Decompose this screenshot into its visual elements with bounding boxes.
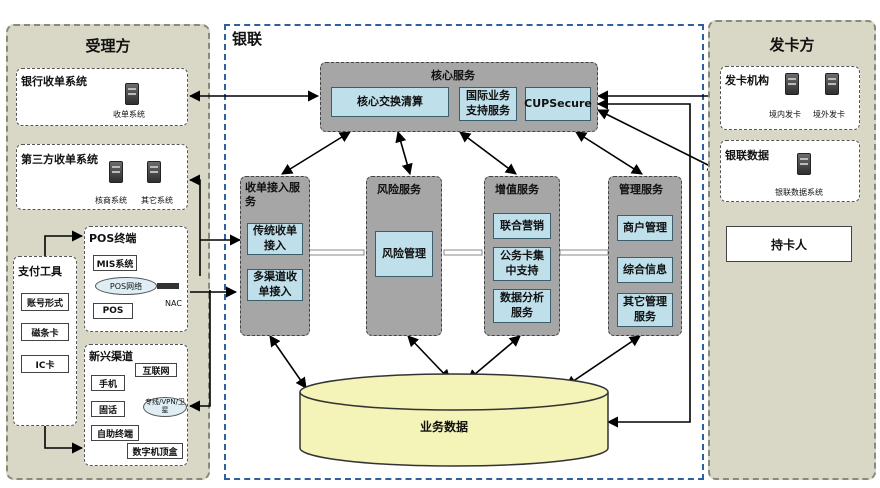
pos-network-label: POS网络 xyxy=(109,281,143,291)
emerging-channels-title: 新兴渠道 xyxy=(89,350,133,363)
unionpay-data-box: 银联数据 银联数据系统 xyxy=(720,140,860,202)
connector xyxy=(596,98,691,428)
link-bar xyxy=(559,249,609,256)
acquiring-access-item: 传统收单接入 xyxy=(247,223,303,255)
server-icon xyxy=(785,73,799,95)
core-services-title: 核心服务 xyxy=(431,69,475,82)
vpn-network-label: 专线/VPN/卫星 xyxy=(145,398,185,414)
business-data-cylinder xyxy=(299,373,609,467)
business-data-label: 业务数据 xyxy=(420,420,469,434)
internet-box: 互联网 xyxy=(135,363,177,377)
payment-tool-item: IC卡 xyxy=(21,355,69,373)
emerging-channel-item: 固话 xyxy=(91,401,125,417)
management-item: 其它管理服务 xyxy=(617,293,673,327)
issuing-institution-box: 发卡机构 境内发卡 境外发卡 xyxy=(720,66,860,130)
management-services-box: 管理服务 商户管理 综合信息 其它管理服务 xyxy=(608,176,682,336)
server-icon xyxy=(797,153,811,175)
connector xyxy=(467,335,521,381)
core-service-item: CUPSecure xyxy=(524,87,592,121)
connector xyxy=(407,335,451,381)
management-item: 综合信息 xyxy=(617,257,673,283)
value-added-item: 公务卡集中支持 xyxy=(493,247,551,281)
cylinder-body xyxy=(299,392,609,467)
server-icon xyxy=(109,161,123,183)
issuing-server-label: 境内发卡 xyxy=(769,110,801,119)
connector xyxy=(596,109,720,171)
third-party-title: 第三方收单系统 xyxy=(21,153,98,166)
management-services-title: 管理服务 xyxy=(619,183,663,196)
connector xyxy=(281,131,351,175)
connector xyxy=(188,174,201,276)
payment-tools-title: 支付工具 xyxy=(18,265,62,278)
server-icon xyxy=(147,161,161,183)
mis-system: MIS系统 xyxy=(93,255,137,271)
payment-tools-box: 支付工具 账号形式 磁条卡 IC卡 xyxy=(13,256,77,426)
risk-services-box: 风险服务 风险管理 xyxy=(366,176,442,336)
value-added-item: 数据分析服务 xyxy=(493,289,551,323)
issuing-institution-title: 发卡机构 xyxy=(725,74,769,87)
emerging-channel-item: 自助终端 xyxy=(91,425,139,441)
connector xyxy=(575,131,643,175)
bank-acquiring-title: 银行收单系统 xyxy=(21,75,87,88)
server-icon xyxy=(125,83,139,105)
bank-acquiring-box: 银行收单系统 收单系统 xyxy=(16,68,188,126)
acquiring-access-box: 收单接入服务 传统收单接入 多渠道收单接入 xyxy=(240,176,310,336)
connector xyxy=(44,230,84,256)
bank-acquiring-server-label: 收单系统 xyxy=(113,110,145,119)
risk-service-item: 风险管理 xyxy=(375,231,433,277)
acquiring-access-item: 多渠道收单接入 xyxy=(247,269,303,301)
connector xyxy=(269,335,307,389)
emerging-channel-item: 数字机顶盒 xyxy=(127,443,183,459)
payment-tool-item: 磁条卡 xyxy=(21,323,69,341)
core-service-item: 核心交换清算 xyxy=(331,87,449,117)
value-added-title: 增值服务 xyxy=(495,183,539,196)
vpn-network: 专线/VPN/卫星 xyxy=(143,397,187,417)
cardholder-label: 持卡人 xyxy=(770,237,807,252)
link-bar xyxy=(305,249,365,256)
pos-terminal-title: POS终端 xyxy=(89,232,137,245)
issuer-title: 发卡方 xyxy=(769,36,815,54)
server-icon xyxy=(825,73,839,95)
third-party-server-label: 核商系统 xyxy=(95,196,127,205)
value-added-item: 联合营销 xyxy=(493,213,551,239)
connector xyxy=(395,130,413,176)
management-item: 商户管理 xyxy=(617,215,673,241)
value-added-box: 增值服务 联合营销 公务卡集中支持 数据分析服务 xyxy=(484,176,560,336)
acquirer-title: 受理方 xyxy=(85,37,131,55)
third-party-server-label: 其它系统 xyxy=(141,196,173,205)
core-services-box: 核心服务 核心交换清算 国际业务支持服务 CUPSecure xyxy=(320,62,598,132)
connector xyxy=(44,426,84,454)
cylinder-top xyxy=(299,373,609,411)
unionpay-region xyxy=(224,24,704,480)
cardholder-box: 持卡人 xyxy=(726,226,852,262)
payment-tool-item: 账号形式 xyxy=(21,293,69,311)
third-party-box: 第三方收单系统 核商系统 其它系统 xyxy=(16,144,188,210)
connector xyxy=(565,335,641,387)
connector xyxy=(459,131,517,175)
core-service-item: 国际业务支持服务 xyxy=(459,87,517,121)
unionpay-data-title: 银联数据 xyxy=(725,149,769,162)
risk-services-title: 风险服务 xyxy=(377,183,421,196)
emerging-channel-item: 手机 xyxy=(91,375,125,391)
unionpay-data-server-label: 银联数据系统 xyxy=(775,188,823,197)
connector xyxy=(188,290,211,412)
nac-device-icon xyxy=(157,283,179,289)
pos-network: POS网络 xyxy=(95,277,157,295)
link-bar xyxy=(443,249,483,256)
acquiring-access-title: 收单接入服务 xyxy=(245,181,300,209)
emerging-channels-box: 新兴渠道 互联网 手机 专线/VPN/卫星 固话 自助终端 数字机顶盒 xyxy=(84,344,188,466)
issuing-server-label: 境外发卡 xyxy=(813,110,845,119)
nac-label: NAC xyxy=(165,299,182,308)
pos-terminal-box: POS终端 MIS系统 POS网络 POS NAC xyxy=(84,226,188,332)
unionpay-title: 银联 xyxy=(232,30,263,48)
pos-box: POS xyxy=(93,303,133,319)
